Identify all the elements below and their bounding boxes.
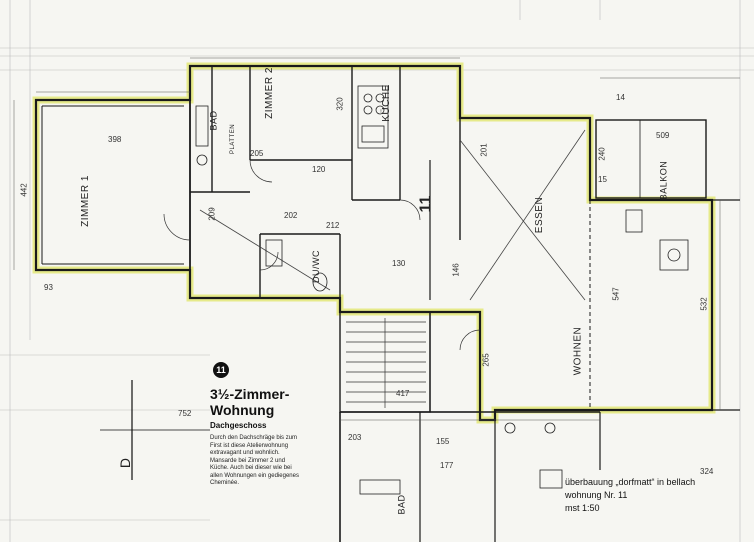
dimension-label: 509 bbox=[656, 131, 670, 140]
floor-subtitle: Dachgeschoss bbox=[210, 421, 267, 430]
stair-treads bbox=[346, 318, 426, 408]
room-label-zimmer1: ZIMMER 1 bbox=[79, 175, 91, 227]
door-swings bbox=[163, 159, 481, 351]
section-marker bbox=[100, 380, 210, 480]
dimension-label: 752 bbox=[178, 409, 192, 418]
room-label-platten: PLATTEN bbox=[230, 123, 237, 155]
dimension-label: 532 bbox=[699, 297, 709, 311]
roof-slope-lines bbox=[199, 129, 586, 301]
kitchen-fixtures bbox=[357, 85, 389, 149]
scale-label: mst 1:50 bbox=[565, 503, 600, 513]
dimension-label: 130 bbox=[392, 259, 406, 268]
dimension-label: 15 bbox=[598, 175, 607, 184]
dimension-label: 146 bbox=[451, 263, 461, 277]
dimension-label: 320 bbox=[335, 97, 345, 111]
dimension-label: 417 bbox=[396, 389, 410, 398]
project-info: überbauung „dorfmatt“ in bellach wohnung… bbox=[565, 476, 695, 515]
room-label-duwc: DU/WC bbox=[311, 250, 321, 283]
dimension-label: 201 bbox=[479, 143, 489, 157]
dimension-label: 14 bbox=[616, 93, 625, 102]
dimension-label: 324 bbox=[700, 467, 714, 476]
apartment-description: Durch den Dachschräge bis zum First ist … bbox=[210, 435, 299, 486]
project-line1: überbauung „dorfmatt“ in bellach bbox=[565, 477, 696, 487]
dimension-label: 240 bbox=[597, 147, 607, 161]
dimension-label: 205 bbox=[250, 149, 264, 158]
dimension-label: 212 bbox=[326, 221, 340, 230]
dimension-label: 398 bbox=[108, 135, 122, 144]
room-label-bad-top: BAD bbox=[208, 110, 219, 131]
apartment-outline bbox=[32, 62, 716, 424]
dimension-label: 203 bbox=[348, 433, 362, 442]
section-marker-label: D bbox=[117, 457, 134, 469]
apartment-title-line1: 3½-Zimmer- bbox=[210, 386, 290, 402]
apartment-title-line2: Wohnung bbox=[210, 402, 275, 418]
dimension-label: 265 bbox=[481, 353, 491, 367]
dimension-label: 177 bbox=[440, 461, 454, 470]
dimension-label: 120 bbox=[312, 165, 326, 174]
apartment-number-badge: 11 bbox=[213, 362, 229, 378]
dimension-label: 209 bbox=[207, 207, 217, 221]
room-label-wohnen: WOHNEN bbox=[572, 326, 584, 376]
dimension-label: 442 bbox=[19, 183, 29, 197]
room-label-bad-bottom: BAD bbox=[396, 494, 407, 515]
room-label-kueche: KÜCHE bbox=[380, 84, 392, 122]
plan-apartment-number: 11 bbox=[417, 195, 435, 213]
dimension-lines bbox=[13, 57, 740, 421]
dimension-label: 547 bbox=[611, 287, 621, 301]
room-label-zimmer2: ZIMMER 2 bbox=[263, 67, 275, 119]
title-block: 11 3½-Zimmer- Wohnung Dachgeschoss Durch… bbox=[210, 362, 302, 488]
dimension-label: 93 bbox=[44, 283, 53, 292]
bathroom-fixtures bbox=[195, 105, 563, 495]
room-label-balkon: BALKON bbox=[658, 160, 669, 201]
room-label-essen: ESSEN bbox=[534, 196, 546, 234]
balcony-fixtures bbox=[625, 209, 689, 271]
project-line2: wohnung Nr. 11 bbox=[565, 490, 628, 500]
dimension-label: 155 bbox=[436, 437, 450, 446]
dimension-label: 202 bbox=[284, 211, 298, 220]
walls bbox=[34, 64, 740, 542]
